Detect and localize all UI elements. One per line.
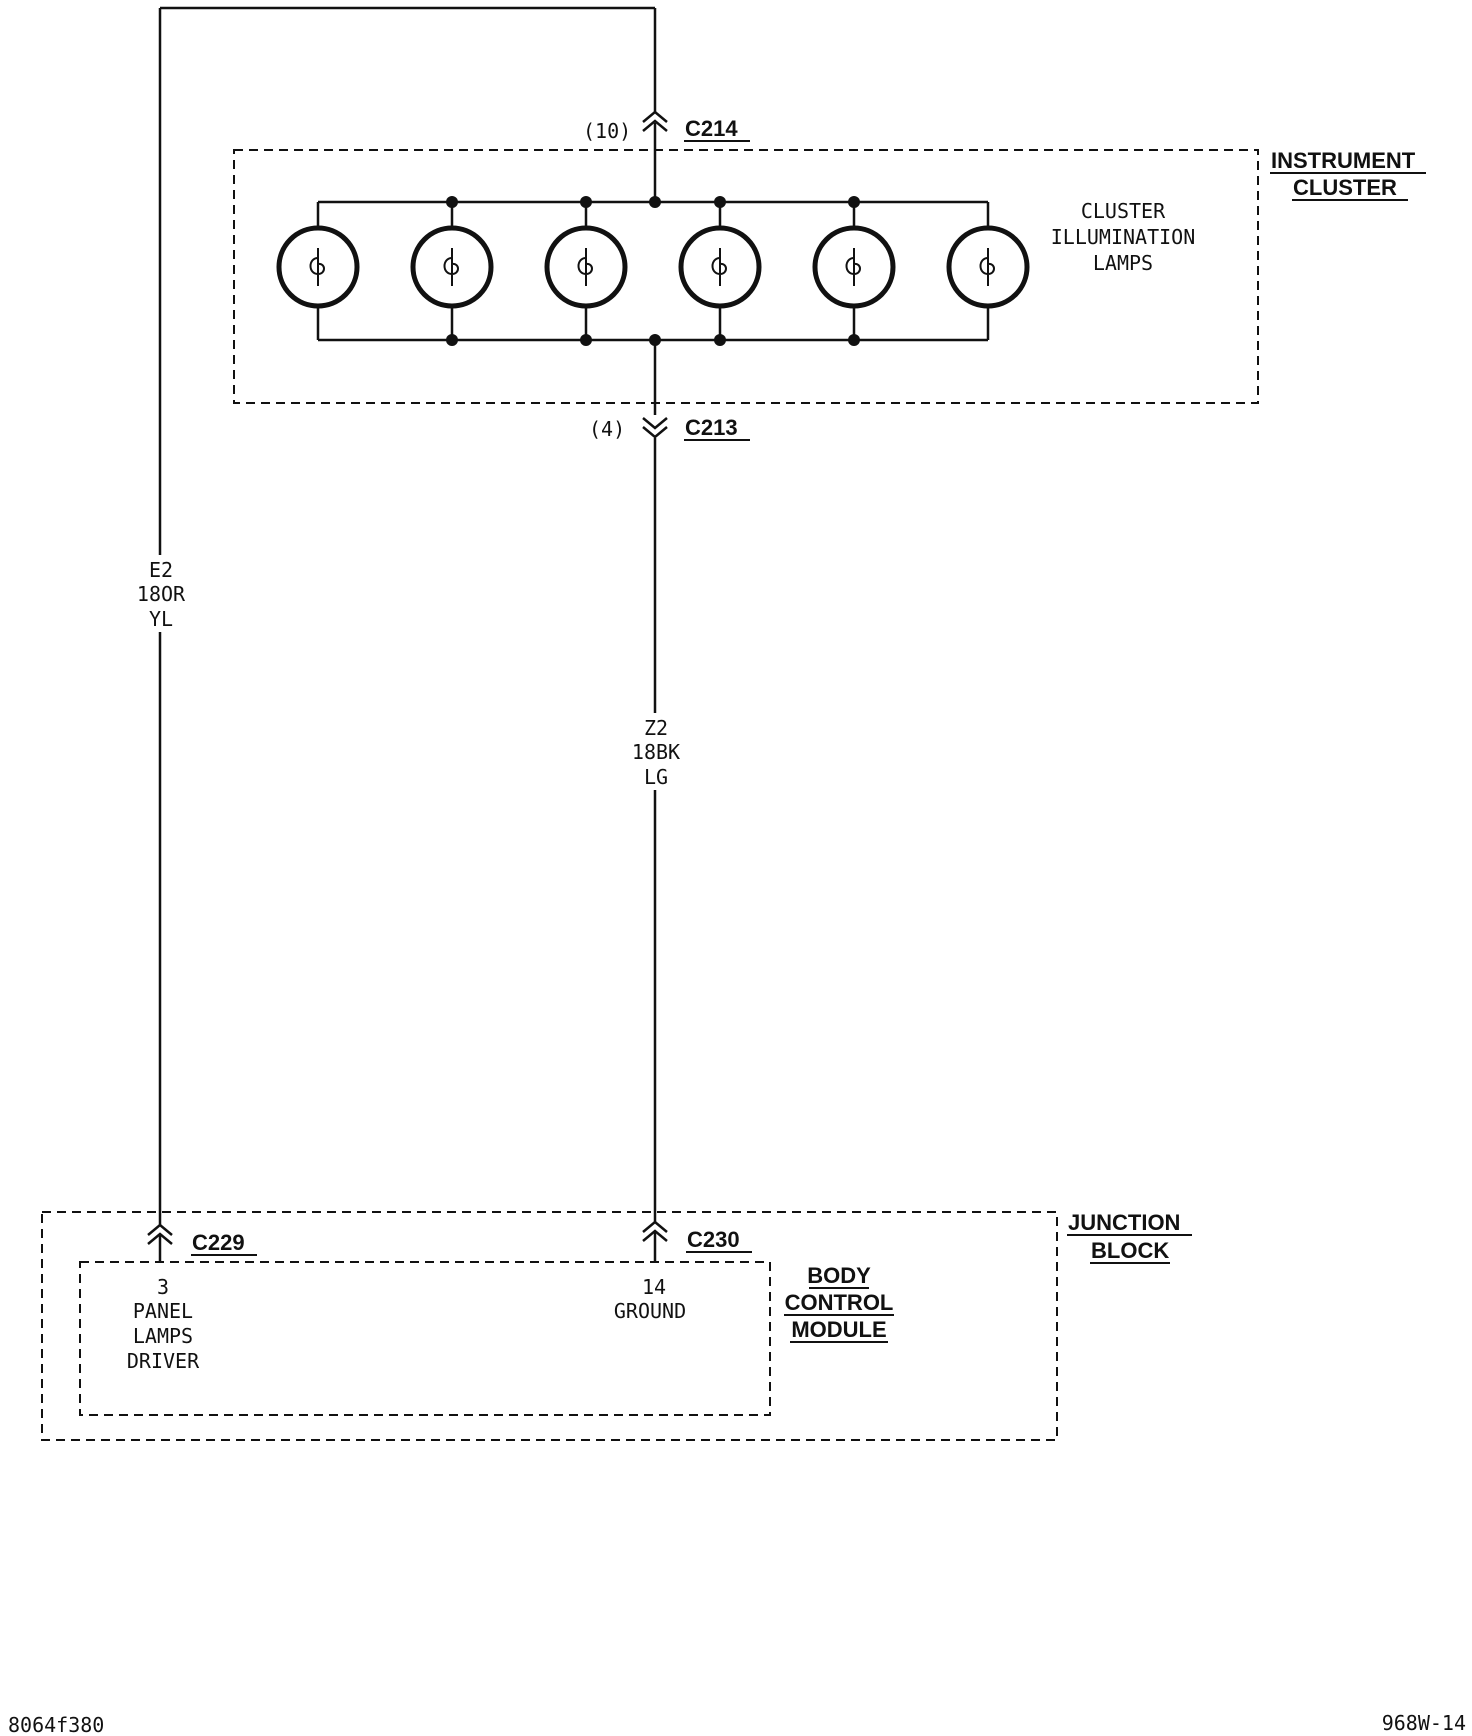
lamp-5 <box>812 202 896 340</box>
bcm-pin-14-number: 14 <box>642 1275 666 1299</box>
wire-z2-tracer: LG <box>644 765 668 789</box>
bcm-pin-3-line2: LAMPS <box>133 1324 193 1348</box>
lamps-label-2: ILLUMINATION <box>1051 225 1196 249</box>
wire-e2-circuit: E2 <box>149 558 173 582</box>
instrument-cluster-title-1: INSTRUMENT <box>1271 148 1416 173</box>
wire-z2-circuit: Z2 <box>644 716 668 740</box>
lamps-label-1: CLUSTER <box>1081 199 1166 223</box>
instrument-cluster-box <box>233 149 1259 404</box>
connector-c213: (4) C213 <box>589 415 750 441</box>
wire-e2-tracer: YL <box>149 607 173 631</box>
bcm-title-2: CONTROL <box>785 1290 894 1315</box>
junction-block-box <box>41 1211 1058 1441</box>
connector-c214: (10) C214 <box>583 110 750 202</box>
c229-label: C229 <box>192 1230 245 1255</box>
wire-z2-gauge: 18BK <box>632 740 680 764</box>
footer-left-code: 8064f380 <box>8 1713 104 1736</box>
bcm-pin-3-line1: PANEL <box>133 1299 193 1323</box>
bcm-pin-3-number: 3 <box>157 1275 169 1299</box>
lamp-2 <box>410 202 494 340</box>
lamp-3 <box>544 202 628 340</box>
lamps-label-3: LAMPS <box>1093 251 1153 275</box>
lamp-1 <box>276 202 360 340</box>
bcm-pin-3-line3: DRIVER <box>127 1349 200 1373</box>
bcm-title-1: BODY <box>807 1263 871 1288</box>
instrument-cluster-title-2: CLUSTER <box>1293 175 1397 200</box>
bcm-title-3: MODULE <box>791 1317 886 1342</box>
c230-label: C230 <box>687 1227 740 1252</box>
wire-e2-gauge: 18OR <box>137 582 186 606</box>
c213-pin: (4) <box>589 417 625 441</box>
splice-nodes <box>446 196 860 346</box>
connector-c230: C230 <box>642 1220 752 1262</box>
c214-label: C214 <box>685 116 738 141</box>
connector-c229: C229 <box>147 1223 257 1262</box>
footer-right-code: 968W-14 <box>1382 1711 1466 1735</box>
lamp-4 <box>678 202 762 340</box>
c214-pin: (10) <box>583 119 631 143</box>
wire-e2 <box>158 6 657 1225</box>
bcm-pin-14-line1: GROUND <box>614 1299 686 1323</box>
junction-block-title-1: JUNCTION <box>1068 1210 1180 1235</box>
c213-label: C213 <box>685 415 738 440</box>
cluster-illumination-lamps <box>276 202 1030 340</box>
lamp-6 <box>946 202 1030 340</box>
junction-block-title-2: BLOCK <box>1091 1238 1169 1263</box>
body-control-module-box <box>79 1261 771 1416</box>
